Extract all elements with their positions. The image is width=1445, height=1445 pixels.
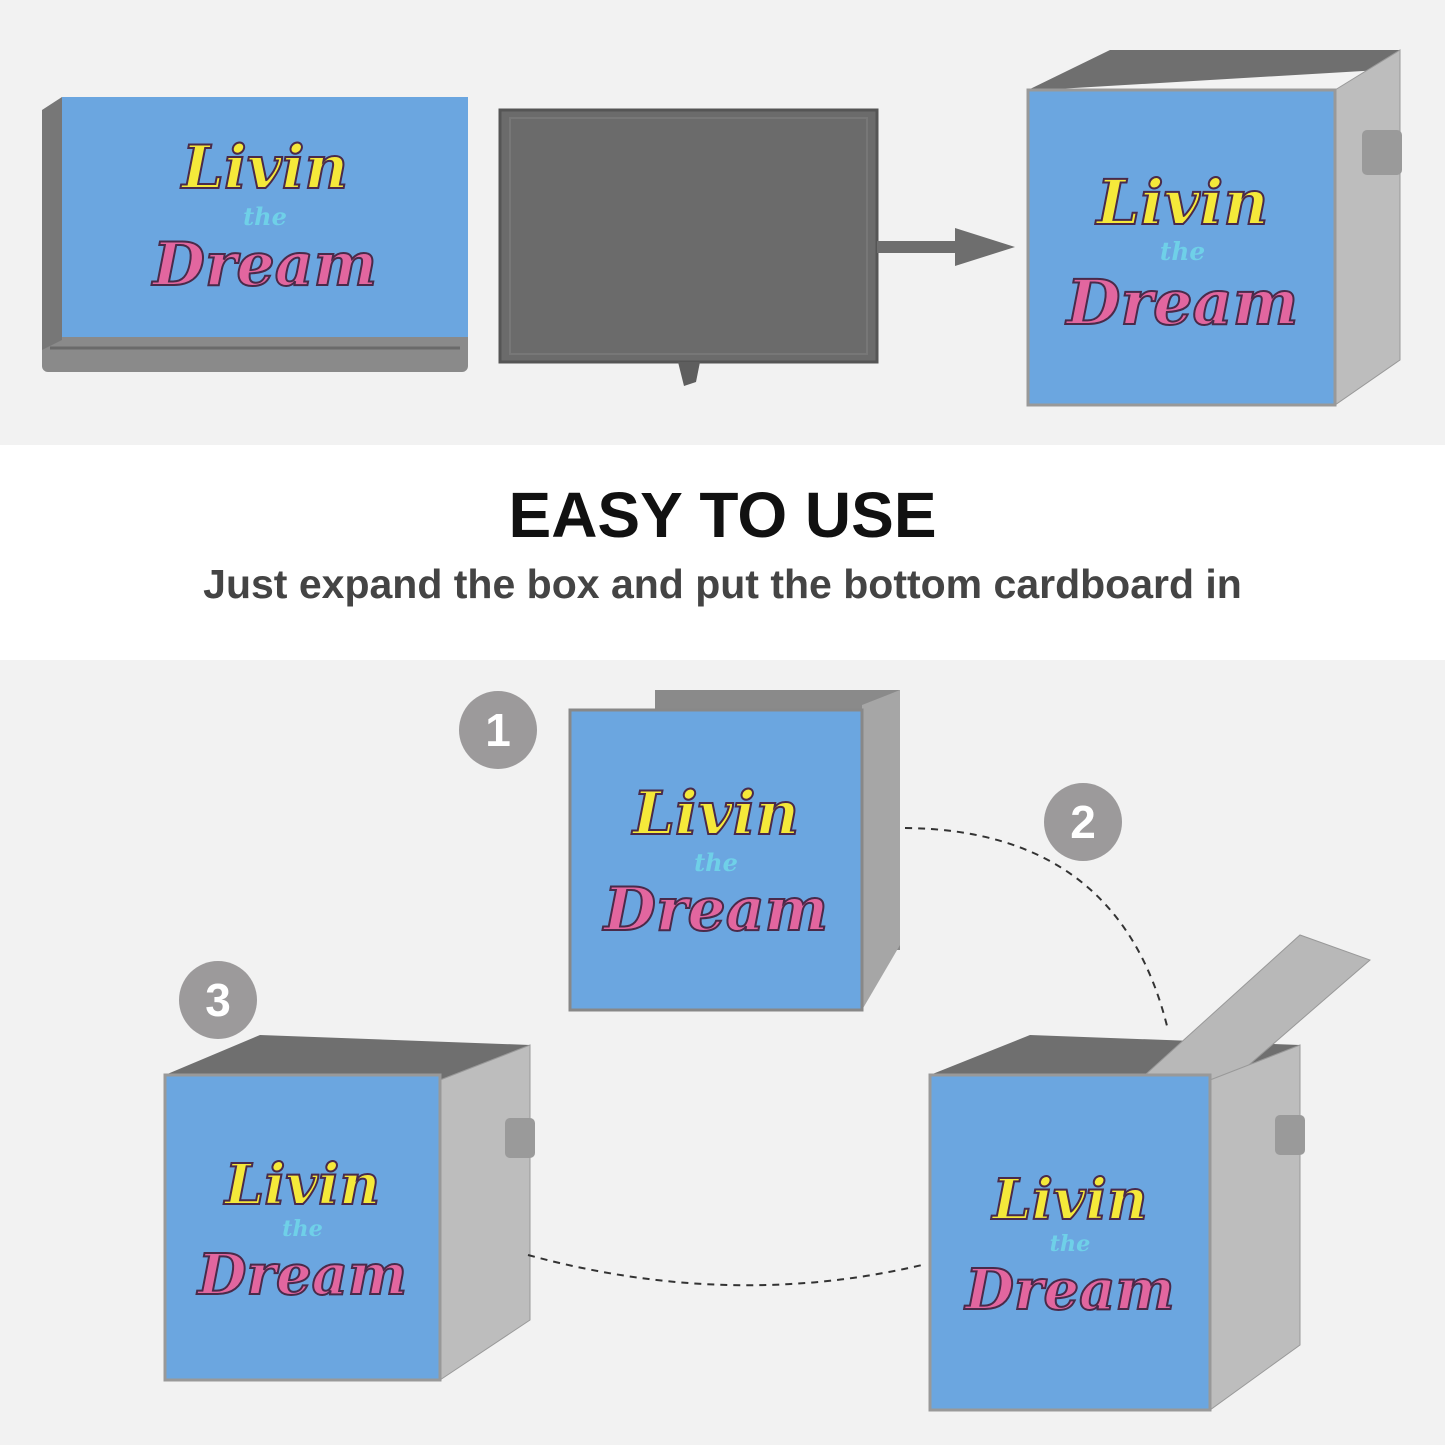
step-badge-1: 1	[459, 691, 537, 769]
logo-text: Dream	[152, 229, 378, 300]
logo-text: the	[243, 202, 287, 232]
logo-text: Livin	[224, 1151, 381, 1218]
step1-box	[568, 690, 900, 1012]
logo-text: Livin	[1096, 165, 1270, 240]
arrow-icon	[877, 228, 1015, 266]
step3-box	[163, 1035, 535, 1382]
logo-text: the	[282, 1216, 323, 1243]
logo-text: Dream	[603, 875, 829, 946]
logo-text: Dream	[197, 1241, 408, 1308]
folded-box	[42, 97, 468, 372]
logo-text: Livin	[632, 778, 800, 849]
step-badge-2: 2	[1044, 783, 1122, 861]
logo-text: the	[1159, 237, 1206, 267]
bottom-cardboard	[498, 108, 879, 386]
step-badge-3: 3	[179, 961, 257, 1039]
logo-text: Dream	[964, 1256, 1175, 1323]
dashed-path-1-2	[904, 827, 1169, 1031]
page-title: EASY TO USE	[508, 479, 937, 551]
dashed-path-2-3	[527, 1254, 923, 1287]
logo-text: the	[694, 847, 738, 877]
step2-box	[928, 934, 1371, 1412]
logo-text: Livin	[991, 1166, 1148, 1233]
logo-text: the	[1049, 1231, 1091, 1258]
logo-text: Dream	[1066, 265, 1300, 339]
page-subtitle: Just expand the box and put the bottom c…	[203, 561, 1242, 607]
logo-text: Livin	[181, 133, 349, 204]
open-box	[1026, 49, 1402, 407]
